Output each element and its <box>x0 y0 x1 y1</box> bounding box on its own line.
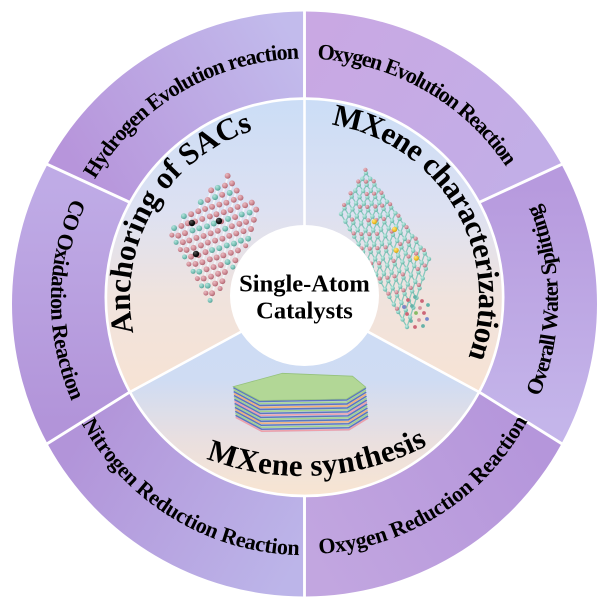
svg-text:o: o <box>46 298 71 309</box>
svg-text:a: a <box>243 528 259 555</box>
svg-text:r: r <box>468 254 505 274</box>
svg-text:x: x <box>332 40 346 66</box>
svg-text:n: n <box>270 446 290 482</box>
svg-text:W: W <box>536 309 563 333</box>
svg-text:S: S <box>535 261 561 276</box>
svg-text:R: R <box>47 323 74 343</box>
svg-text:n: n <box>46 307 72 321</box>
svg-text:x: x <box>333 531 348 557</box>
svg-text:i: i <box>46 293 71 300</box>
svg-text:i: i <box>270 533 279 559</box>
svg-text:g: g <box>350 44 366 71</box>
svg-text:l: l <box>535 332 561 342</box>
svg-text:t: t <box>262 41 274 67</box>
svg-text:z: z <box>471 279 507 295</box>
svg-text:l: l <box>533 245 559 256</box>
svg-text:n: n <box>287 535 300 561</box>
svg-text:i: i <box>49 258 75 268</box>
svg-text:l: l <box>534 337 560 347</box>
svg-text:y: y <box>341 42 356 69</box>
svg-text:p: p <box>534 250 561 266</box>
svg-text:o: o <box>467 325 504 348</box>
svg-text:e: e <box>538 286 563 297</box>
svg-text:a: a <box>46 275 72 288</box>
svg-text:t: t <box>471 308 507 322</box>
svg-text:a: a <box>51 345 78 361</box>
svg-text:s: s <box>309 447 323 483</box>
svg-text:o: o <box>276 534 289 560</box>
svg-text:d: d <box>47 263 73 278</box>
svg-text:i: i <box>531 240 557 252</box>
svg-text:Single-Atom: Single-Atom <box>239 271 370 298</box>
svg-text:e: e <box>289 448 304 483</box>
svg-text:o: o <box>275 39 288 65</box>
svg-text:e: e <box>49 337 75 351</box>
svg-text:t: t <box>263 532 275 558</box>
svg-text:t: t <box>46 286 71 295</box>
svg-text:y: y <box>343 529 358 556</box>
svg-text:r: r <box>537 277 563 289</box>
svg-text:n: n <box>286 39 299 65</box>
svg-text:a: a <box>532 342 559 358</box>
svg-text:O: O <box>317 39 336 65</box>
svg-text:a: a <box>538 301 563 313</box>
svg-text:O: O <box>51 231 79 254</box>
svg-text:c: c <box>102 278 138 294</box>
svg-text:O: O <box>317 532 336 558</box>
svg-text:y: y <box>320 446 340 483</box>
svg-text:x: x <box>49 247 76 262</box>
svg-text:h: h <box>103 258 140 280</box>
svg-text:Catalysts: Catalysts <box>256 298 353 325</box>
svg-text:n: n <box>334 443 357 480</box>
svg-text:c: c <box>253 42 267 68</box>
svg-text:a: a <box>472 293 507 310</box>
svg-text:c: c <box>253 530 267 556</box>
svg-text:a: a <box>243 44 259 71</box>
svg-text:e: e <box>256 445 275 482</box>
svg-text:n: n <box>102 293 137 311</box>
svg-text:t: t <box>538 294 563 302</box>
svg-text:i: i <box>269 40 278 66</box>
